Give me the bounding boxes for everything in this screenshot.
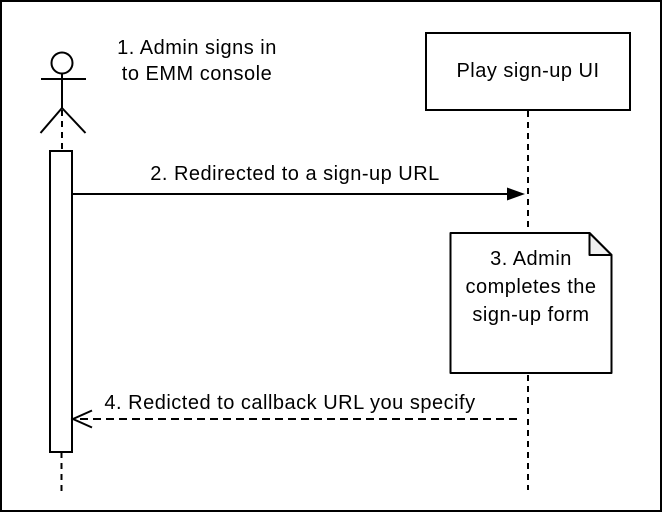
note-text-line3: sign-up form <box>472 304 590 326</box>
actor-figure <box>39 51 87 134</box>
message-4-open-arrowhead-icon <box>70 409 93 429</box>
message-4-arrow <box>70 409 522 429</box>
note-fold-corner-icon <box>588 232 613 256</box>
participant-label: Play sign-up UI <box>456 60 600 82</box>
message-2-label: 2. Redirected to a sign-up URL <box>150 163 440 185</box>
actor-annotation-line2: to EMM console <box>121 63 273 85</box>
actor-annotation: 1. Admin signs in to EMM console <box>97 35 297 87</box>
note-text-line2: completes the <box>465 276 597 298</box>
actor-leg-right <box>61 107 87 134</box>
message-2-arrow <box>72 187 525 201</box>
actor-leg-left <box>39 107 63 134</box>
note-shape <box>449 232 613 374</box>
actor-annotation-line1: 1. Admin signs in <box>117 37 277 59</box>
participant-box: Play sign-up UI <box>425 32 631 111</box>
note-body <box>449 232 613 374</box>
message-4-label: 4. Redicted to callback URL you specify <box>104 392 476 414</box>
actor-head-icon <box>50 51 74 75</box>
note-text: 3. Admin completes the sign-up form <box>450 245 612 329</box>
activation-bar <box>49 150 73 453</box>
note-text-line1: 3. Admin <box>490 248 572 270</box>
message-2-arrowhead-icon <box>507 187 525 201</box>
